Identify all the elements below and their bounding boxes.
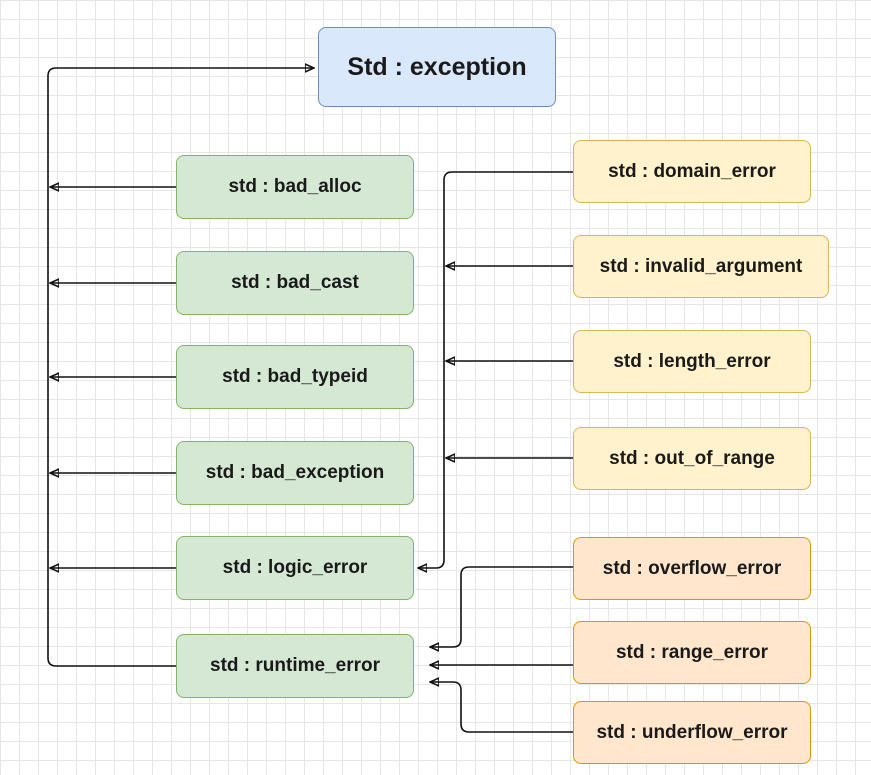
node-domain-error: std : domain_error [573, 140, 811, 203]
node-label: std : bad_typeid [222, 366, 368, 387]
node-label: std : out_of_range [609, 447, 775, 469]
node-label: std : bad_exception [205, 462, 385, 483]
node-invalid-argument: std : invalid_argument [573, 235, 829, 298]
node-out-of-range: std : out_of_range [573, 427, 811, 490]
node-label: std : invalid_argument [599, 255, 803, 277]
edge-underflow-error-to-runtime-error [430, 682, 573, 733]
node-overflow-error: std : overflow_error [573, 537, 811, 600]
node-label: std : bad_cast [231, 272, 359, 293]
node-bad-alloc: std : bad_alloc [176, 155, 414, 219]
node-range-error: std : range_error [573, 621, 811, 684]
node-label: std : overflow_error [602, 557, 782, 579]
node-label: std : range_error [615, 641, 769, 663]
root-node-std-exception: Std : exception [318, 27, 556, 107]
node-label: std : runtime_error [210, 655, 380, 676]
edge-domain-error-to-logic-error [418, 171, 573, 568]
node-bad-cast: std : bad_cast [176, 251, 414, 315]
edge-overflow-error-to-runtime-error [430, 566, 573, 647]
edge-runtime-error-to-root [47, 68, 314, 667]
node-label: Std : exception [347, 52, 527, 81]
node-runtime-error: std : runtime_error [176, 634, 414, 698]
node-label: std : length_error [613, 350, 771, 372]
node-label: std : logic_error [222, 557, 368, 578]
node-underflow-error: std : underflow_error [573, 701, 811, 764]
node-label: std : bad_alloc [228, 176, 362, 197]
node-label: std : domain_error [608, 160, 776, 182]
node-bad-typeid: std : bad_typeid [176, 345, 414, 409]
node-logic-error: std : logic_error [176, 536, 414, 600]
node-bad-exception: std : bad_exception [176, 441, 414, 505]
node-label: std : underflow_error [596, 721, 788, 743]
node-length-error: std : length_error [573, 330, 811, 393]
